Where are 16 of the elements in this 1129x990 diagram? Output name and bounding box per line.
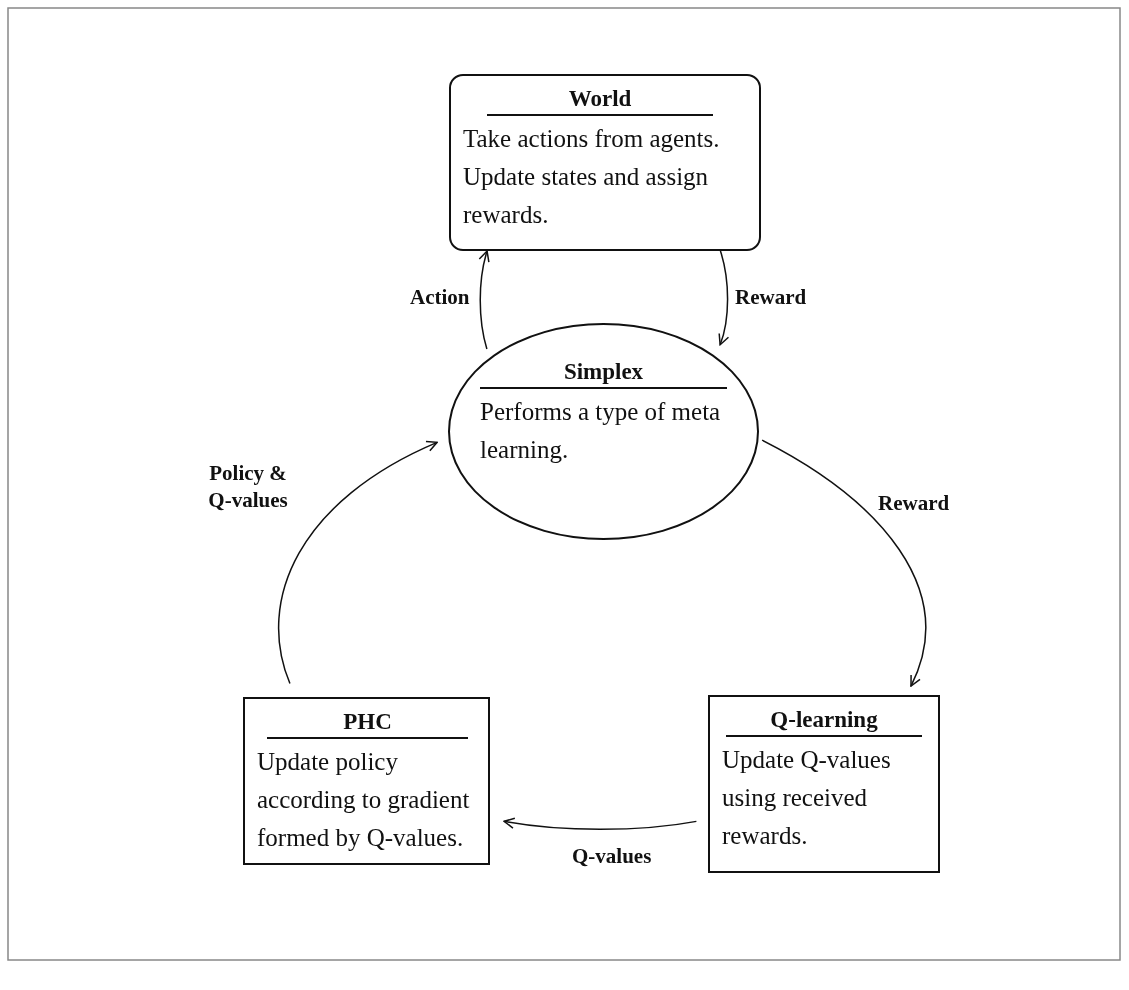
- process-box: [243, 697, 490, 865]
- node-title: Simplex: [480, 357, 727, 389]
- rounded-box: [449, 74, 761, 251]
- node-title: PHC: [267, 707, 468, 739]
- arrow: [717, 250, 729, 346]
- node-title: Q-learning: [726, 705, 922, 737]
- node-description: Performs a type of meta learning.: [480, 397, 722, 465]
- arrow: [761, 439, 926, 687]
- arrow: [503, 817, 698, 831]
- node-description: Update Q-values using received rewards.: [722, 745, 892, 851]
- arrow: [278, 441, 438, 685]
- arrow: [478, 250, 490, 350]
- process-box: [708, 695, 940, 873]
- node-description: Take actions from agents. Update states and assign rewards.: [463, 124, 721, 230]
- node-description: Update policy according to gradient formed by Q-values.: [257, 747, 471, 853]
- node-title: World: [487, 84, 713, 116]
